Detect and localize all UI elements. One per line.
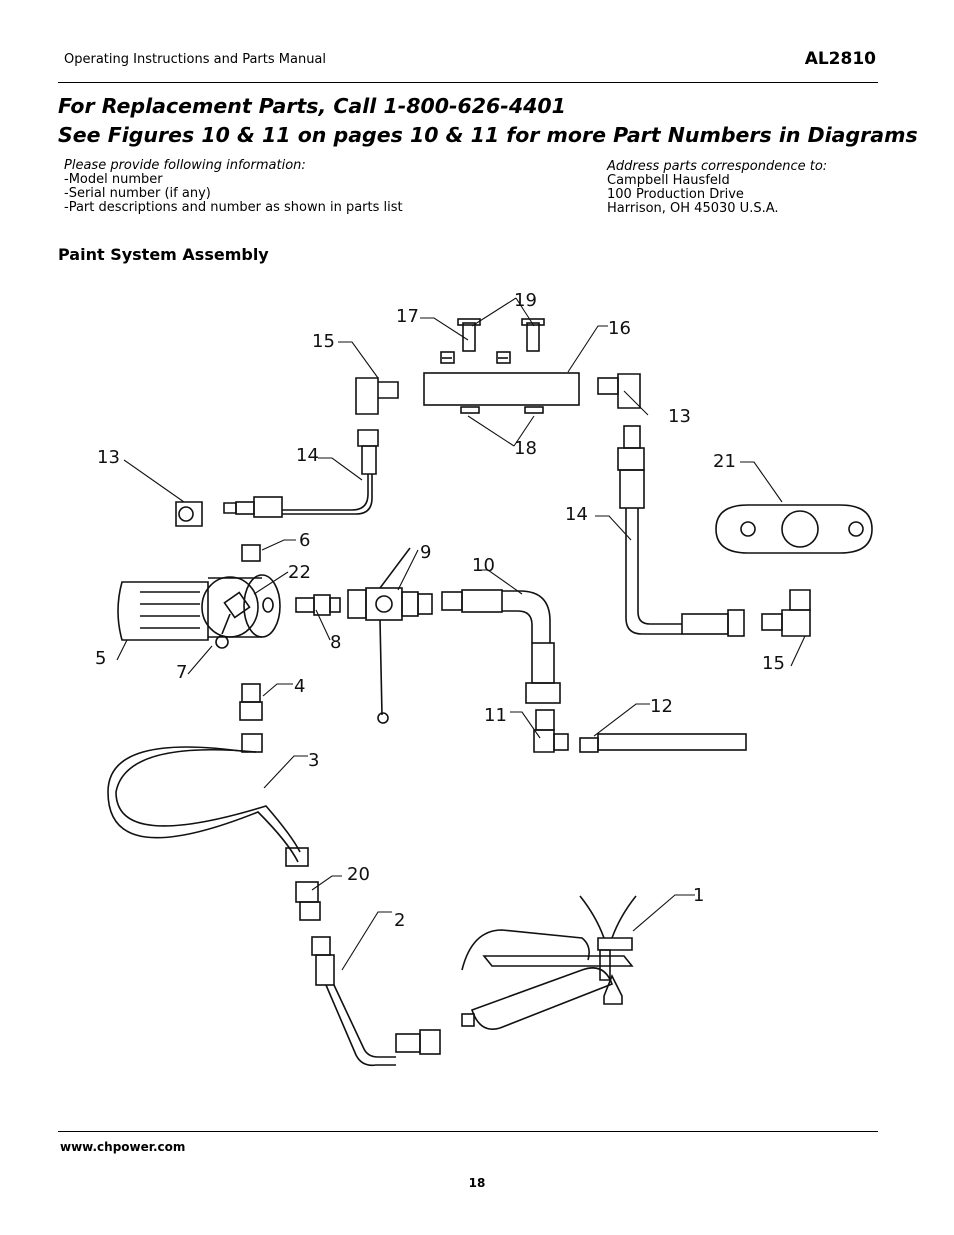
callout-3: 3	[308, 750, 319, 771]
cap-part	[175, 501, 203, 527]
address-block: Address parts correspondence to: Campbel…	[607, 160, 827, 216]
info-item: -Part descriptions and number as shown i…	[64, 200, 403, 215]
fluid-hose-part	[107, 683, 321, 921]
section-title: Paint System Assembly	[58, 245, 269, 264]
callout-18: 18	[514, 438, 537, 459]
spray-gun-part	[461, 895, 637, 1030]
valve-part	[295, 547, 433, 724]
callout-21: 21	[713, 451, 736, 472]
gasket-part	[715, 504, 873, 554]
callout-12: 12	[650, 696, 673, 717]
lower-elbow-part	[761, 589, 811, 637]
left-elbow-and-tube-part	[223, 377, 399, 518]
right-elbow-and-tube-part	[597, 373, 745, 637]
address-line: Harrison, OH 45030 U.S.A.	[607, 201, 779, 216]
page-number: 18	[468, 1176, 486, 1190]
callout-19: 19	[514, 290, 537, 311]
info-request-heading: Please provide following information:	[64, 158, 306, 173]
callout-6: 6	[299, 530, 310, 551]
callout-7: 7	[176, 662, 187, 683]
model-number: AL2810	[804, 49, 876, 69]
callout-14-right: 14	[565, 504, 588, 525]
callout-14-left: 14	[296, 445, 319, 466]
footer-rule	[58, 1131, 878, 1132]
figures-reference-title: See Figures 10 & 11 on pages 10 & 11 for…	[58, 123, 918, 147]
replacement-parts-title: For Replacement Parts, Call 1-800-626-44…	[58, 94, 566, 118]
manual-title: Operating Instructions and Parts Manual	[64, 52, 327, 67]
callout-16: 16	[608, 318, 631, 339]
address-line: 100 Production Drive	[607, 187, 744, 202]
callout-10: 10	[472, 555, 495, 576]
callout-15-lower: 15	[762, 653, 785, 674]
address-heading: Address parts correspondence to:	[607, 159, 828, 174]
info-item: -Model number	[64, 172, 163, 187]
callout-5: 5	[95, 648, 106, 669]
callout-15-upper: 15	[312, 331, 335, 352]
gun-tube-part	[311, 936, 441, 1067]
hose-part	[441, 589, 569, 753]
pump-body-part	[117, 544, 281, 649]
callout-1: 1	[693, 885, 704, 906]
callout-8: 8	[330, 632, 341, 653]
rod-part	[579, 733, 747, 753]
callout-11: 11	[484, 705, 507, 726]
callout-13-right: 13	[668, 406, 691, 427]
header-rule	[58, 82, 878, 83]
callout-13-left: 13	[97, 447, 120, 468]
callout-2: 2	[394, 910, 405, 931]
callout-22: 22	[288, 562, 311, 583]
address-line: Campbell Hausfeld	[607, 173, 730, 188]
footer-url: www.chpower.com	[60, 1140, 186, 1154]
callout-17: 17	[396, 306, 419, 327]
info-item: -Serial number (if any)	[64, 186, 211, 201]
callout-20: 20	[347, 864, 370, 885]
info-request-block: Please provide following information: -M…	[64, 159, 403, 215]
callout-labels: 1 2 3 4 5 6 7 8 9 10 11 12 13 13 14 14 1…	[95, 290, 785, 931]
callout-9: 9	[420, 542, 431, 563]
callout-leaders	[116, 297, 806, 971]
manifold-block-part	[423, 318, 580, 414]
callout-4: 4	[294, 676, 305, 697]
